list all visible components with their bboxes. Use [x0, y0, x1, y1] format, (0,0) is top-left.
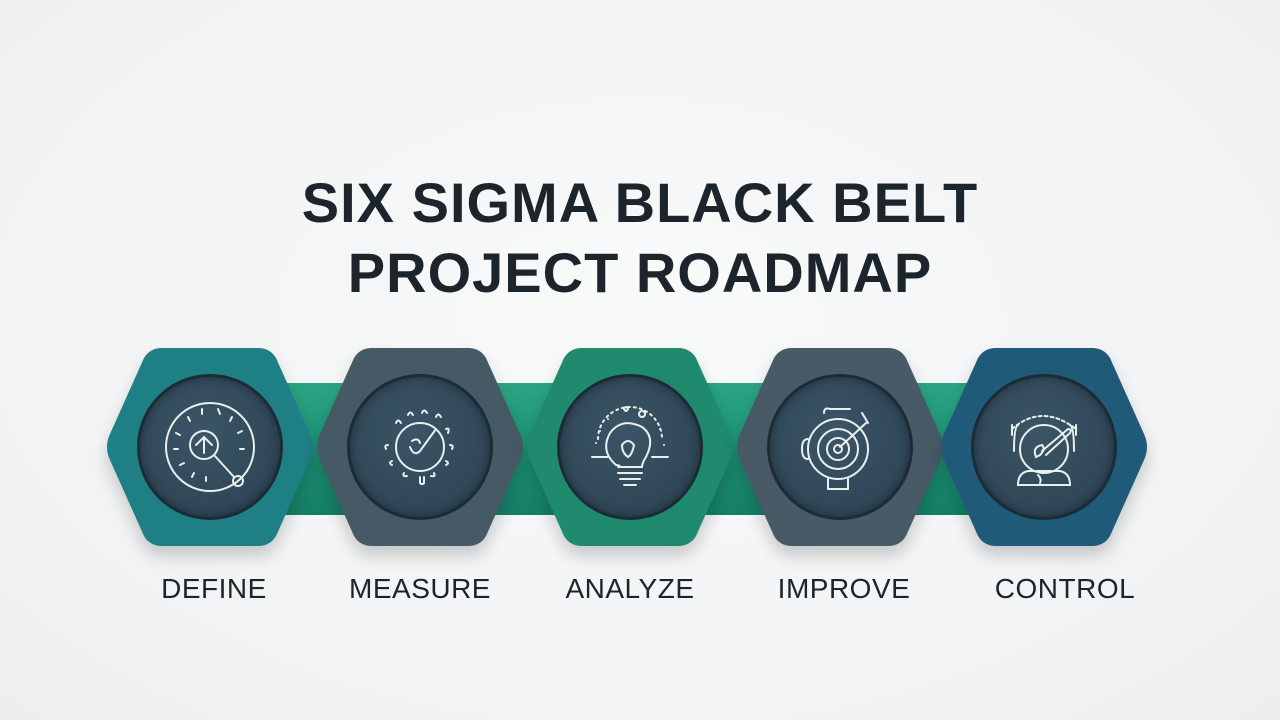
step-analyze — [524, 344, 736, 550]
gauge-check-icon — [384, 409, 454, 485]
magnifier-dial-icon — [165, 402, 255, 492]
control-dome-icon — [1011, 415, 1077, 486]
step-measure — [314, 344, 526, 550]
step-label-measure: MEASURE — [349, 573, 491, 604]
step-label-control: CONTROL — [994, 573, 1136, 604]
step-improve — [734, 344, 946, 550]
step-label-define: DEFINE — [161, 573, 267, 604]
title-line-1: SIX SIGMA BLACK BELT — [301, 171, 979, 234]
icon-disc — [137, 374, 283, 520]
icon-disc — [971, 374, 1117, 520]
icon-disc — [767, 374, 913, 520]
step-control — [938, 344, 1150, 550]
step-label-analyze: ANALYZE — [565, 573, 695, 604]
icon-disc — [347, 374, 493, 520]
step-define — [104, 344, 316, 550]
step-label-improve: IMPROVE — [777, 573, 911, 604]
page-title: SIX SIGMA BLACK BELT PROJECT ROADMAP — [0, 168, 1280, 308]
title-line-2: PROJECT ROADMAP — [347, 241, 933, 304]
lightbulb-icon — [591, 406, 669, 486]
target-icon — [800, 407, 869, 490]
icon-disc — [557, 374, 703, 520]
